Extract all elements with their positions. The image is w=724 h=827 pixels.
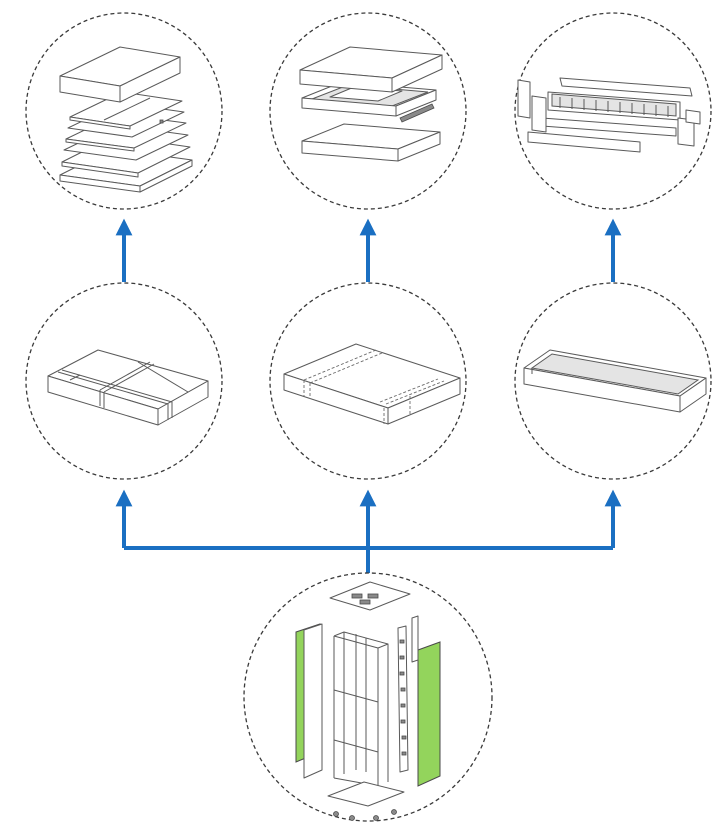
server-cabinet-exploded-icon (295, 581, 441, 821)
node-frame-box (269, 12, 467, 210)
node-layers-stack (25, 12, 223, 210)
corner-protected-package-icon (283, 343, 461, 425)
node-beam-parts (514, 12, 712, 210)
exploded-panel-stack-icon (59, 46, 193, 193)
right-side-panel (417, 641, 441, 787)
node-pack-flat (25, 282, 223, 480)
exploded-frame-box-icon (299, 46, 443, 162)
node-pack-tray (514, 282, 712, 480)
node-pack-frame (269, 282, 467, 480)
open-tray-package-icon (523, 349, 707, 413)
strapped-flat-package-icon (47, 349, 209, 426)
flow-connectors (115, 218, 622, 574)
node-cabinet (243, 572, 493, 822)
exploded-beam-parts-icon (517, 77, 701, 153)
